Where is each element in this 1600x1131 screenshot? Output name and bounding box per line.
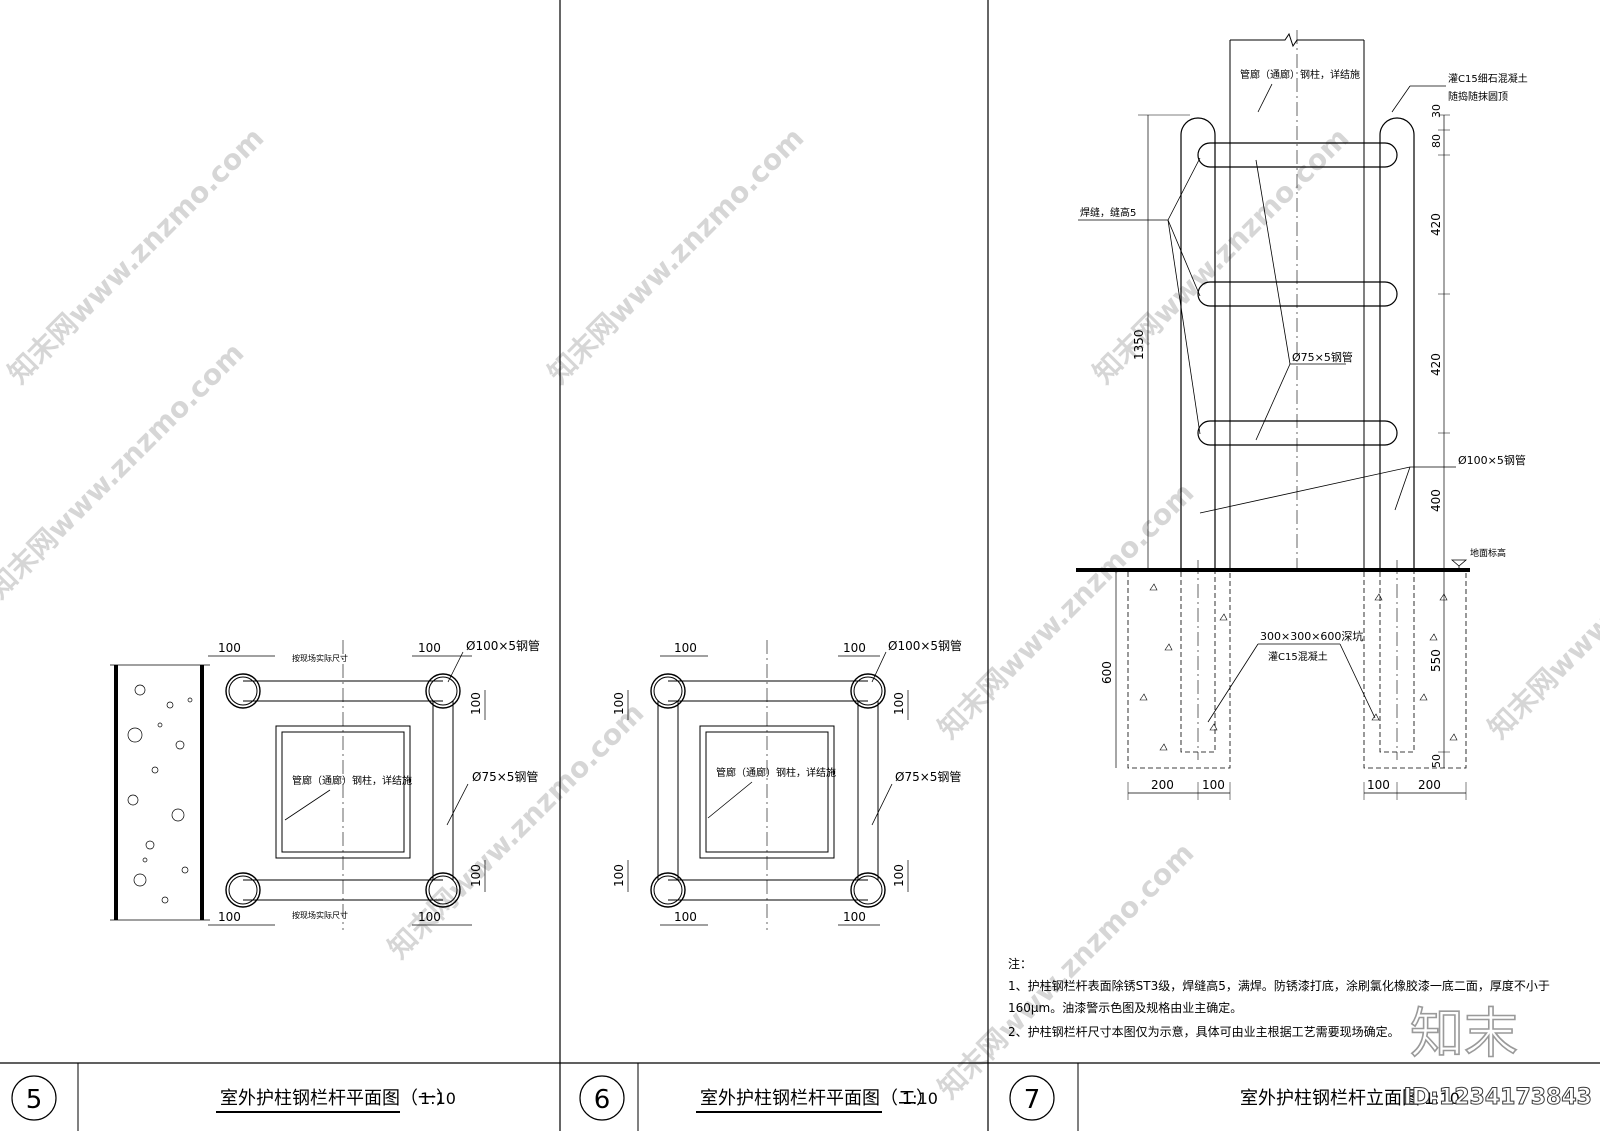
dim-100: 100 [892,864,906,887]
dim-100: 100 [843,641,866,655]
drawing-title: 室外护柱钢栏杆立面图 [1240,1088,1420,1109]
column-label: 管廊（通廊）钢柱，详结施 [292,774,412,787]
dim-bottom-200: 200 [1418,778,1441,792]
panel-5-plan: 管廊（通廊）钢柱，详结施 100 100 按现场实际尺寸 100 100 按现场… [110,638,540,930]
dim-pit-50: 50 [1430,754,1443,768]
actual-size-note: 按现场实际尺寸 [292,910,348,920]
drawing-title: 室外护柱钢栏杆平面图（一） [220,1088,454,1109]
watermark-text: 知末网www.znzmo.com [932,476,1201,745]
drawing-scale: 1:10 [902,1089,938,1108]
column-label: 管廊（通廊）钢柱，详结施 [1240,68,1360,81]
dim-100: 100 [418,641,441,655]
weld-note: 焊缝，缝高5 [1080,206,1136,219]
drawing-number: 7 [1024,1085,1041,1115]
panel-6-plan: 管廊（通廊）钢柱，详结施 100 100 100 100 100 100 100… [612,638,962,930]
dim-bottom-100: 100 [1367,778,1390,792]
cap-note: 灌C15细石混凝土 [1448,72,1528,85]
drawing-scale: 1:10 [1424,1089,1460,1108]
dim-100: 100 [469,692,483,715]
dim-100: 100 [892,692,906,715]
dim-pit-depth: 600 [1100,661,1114,684]
drawing-number: 5 [26,1085,43,1115]
dim-100: 100 [218,641,241,655]
drawing-title: 室外护柱钢栏杆平面图（二） [700,1088,934,1109]
notes-line: 2、护柱钢栏杆尺寸本图仅为示意，具体可由业主根据工艺需要现场确定。 [1008,1024,1400,1039]
watermark-text: 知末网www.znzmo.com [382,696,651,965]
dim-pit-550: 550 [1429,649,1443,672]
dim-100: 100 [469,864,483,887]
pit-note: 300×300×600深坑 [1260,629,1363,643]
dim-right-80: 80 [1430,134,1443,148]
pipe-100-label: Ø100×5钢管 [1458,453,1526,467]
title-block-7: 7 室外护柱钢栏杆立面图 1:10 [1009,1075,1460,1121]
watermark-text: 知末网www.znzmo.com [1087,121,1356,390]
dim-right-420: 420 [1429,213,1443,236]
drawing-scale: 1:10 [420,1089,456,1108]
dim-right-420: 420 [1429,353,1443,376]
watermark-text: 知末网www.znzmo.com [1482,476,1600,745]
dim-100: 100 [612,864,626,887]
dim-100: 100 [674,910,697,924]
cap-note: 随捣随抹圆顶 [1448,90,1508,103]
panel-7-elevation: 管廊（通廊）钢柱，详结施 地面标高 1350 600 [1076,30,1528,800]
dim-bottom-100: 100 [1202,778,1225,792]
dim-100: 100 [418,910,441,924]
pit-note: 灌C15混凝土 [1268,650,1328,663]
dim-right-30: 30 [1430,104,1443,118]
title-block-5: 5 室外护柱钢栏杆平面图（一） 1:10 [11,1075,456,1121]
watermark-logo: 知末 [1410,1002,1518,1065]
general-notes: 注： 1、护柱钢栏杆表面除锈ST3级，焊缝高5，满焊。防锈漆打底，涂刷氯化橡胶漆… [1008,956,1550,1039]
ground-level-label: 地面标高 [1470,547,1506,559]
notes-line: 1、护柱钢栏杆表面除锈ST3级，焊缝高5，满焊。防锈漆打底，涂刷氯化橡胶漆一底二… [1008,978,1550,993]
watermark-text: 知末网www.znzmo.com [542,121,811,390]
pipe-100-label: Ø100×5钢管 [466,638,540,653]
watermark-layer: 知末网www.znzmo.com 知末网www.znzmo.com 知末网www… [0,121,1600,1105]
dim-100: 100 [612,692,626,715]
pipe-75-label: Ø75×5钢管 [1292,350,1353,364]
column-label: 管廊（通廊）钢柱，详结施 [716,766,836,779]
pipe-75-label: Ø75×5钢管 [472,769,538,784]
notes-line: 160μm。油漆警示色图及规格由业主确定。 [1008,1000,1242,1015]
pipe-100-label: Ø100×5钢管 [888,638,962,653]
watermark-text: 知末网www.znzmo.com [932,836,1201,1105]
dim-100: 100 [674,641,697,655]
actual-size-note: 按现场实际尺寸 [292,653,348,663]
dim-right-400: 400 [1429,489,1443,512]
pipe-75-label: Ø75×5钢管 [895,769,961,784]
watermark-id: ID:1234173843 [1404,1085,1592,1110]
drawing-number: 6 [594,1085,611,1115]
dim-100: 100 [843,910,866,924]
dim-100: 100 [218,910,241,924]
title-block-6: 6 室外护柱钢栏杆平面图（二） 1:10 [579,1075,938,1121]
dim-total-height: 1350 [1132,329,1146,360]
dim-bottom-200: 200 [1151,778,1174,792]
notes-heading: 注： [1008,956,1032,971]
